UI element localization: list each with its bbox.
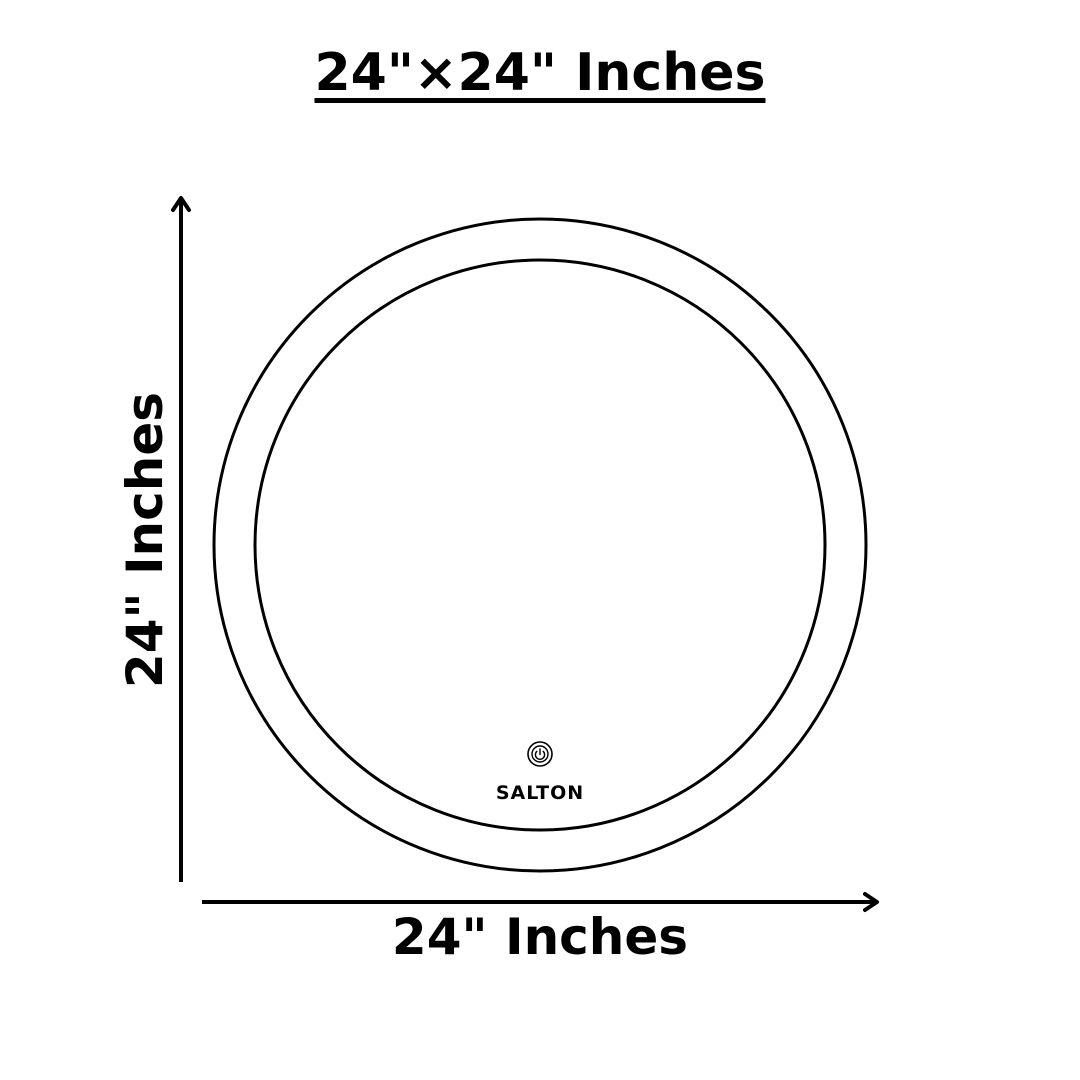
height-arrow-head — [171, 196, 191, 212]
brand-logo-text: SALTON — [495, 782, 585, 804]
width-arrow — [202, 892, 879, 912]
title-text: 24"×24" Inches — [314, 43, 766, 103]
mirror-inner-ring — [253, 258, 827, 832]
width-arrow-head — [863, 892, 879, 912]
height-arrow — [171, 196, 191, 882]
height-dimension-label: 24" Inches — [116, 391, 174, 689]
page-title: 24"×24" Inches — [0, 38, 1080, 108]
width-dimension-label: 24" Inches — [391, 908, 689, 966]
mirror-outer-rim — [212, 217, 868, 873]
power-icon — [527, 741, 553, 767]
